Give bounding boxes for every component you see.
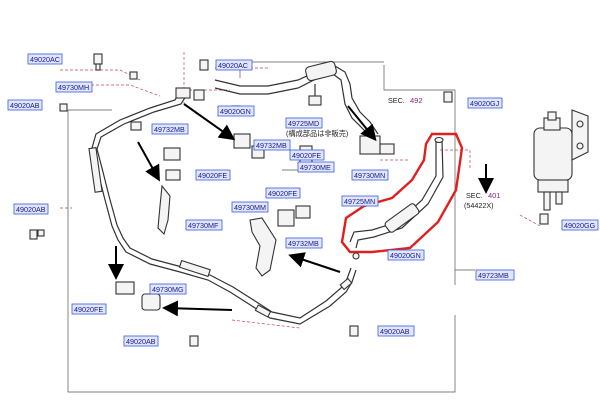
- svg-text:(54422X): (54422X): [464, 201, 494, 210]
- svg-text:49732MB: 49732MB: [288, 239, 319, 248]
- svg-text:492: 492: [410, 96, 423, 105]
- svg-text:49020AB: 49020AB: [10, 101, 40, 110]
- label-49020AB[interactable]: 49020AB: [123, 335, 159, 347]
- label-49725MD[interactable]: 49725MD: [285, 117, 323, 129]
- label-49732MB[interactable]: 49732MB: [285, 237, 323, 249]
- section-ref-492[interactable]: SEC. 492: [388, 96, 423, 105]
- reservoir-tank: [533, 109, 589, 211]
- svg-text:49020AC: 49020AC: [218, 61, 248, 70]
- label-49730MF[interactable]: 49730MF: [185, 219, 223, 231]
- svg-text:49730MF: 49730MF: [188, 221, 219, 230]
- label-49020FE[interactable]: 49020FE: [195, 169, 231, 181]
- svg-text:49730MM: 49730MM: [234, 203, 266, 212]
- label-49730MN[interactable]: 49730MN: [351, 169, 389, 181]
- pressure-pipe-assembly: [88, 91, 357, 325]
- svg-text:49732MB: 49732MB: [256, 141, 287, 150]
- svg-text:49020GN: 49020GN: [220, 107, 251, 116]
- label-49732MB[interactable]: 49732MB: [151, 123, 189, 135]
- svg-text:49020FE: 49020FE: [268, 189, 297, 198]
- label-49730ME[interactable]: 49730ME: [297, 161, 335, 173]
- label-49020GG[interactable]: 49020GG: [561, 219, 599, 231]
- svg-text:49730MN: 49730MN: [354, 171, 385, 180]
- svg-text:SEC.: SEC.: [388, 96, 405, 105]
- label-49725MN[interactable]: 49725MN: [341, 195, 379, 207]
- section-ref-401[interactable]: SEC. 401 (54422X): [464, 191, 501, 210]
- label-49730MM[interactable]: 49730MM: [231, 201, 269, 213]
- note-not-sold-separately: (構成部品は非販売): [286, 129, 348, 138]
- label-49020FE[interactable]: 49020FE: [265, 187, 301, 199]
- label-49020GJ[interactable]: 49020GJ: [467, 97, 503, 109]
- label-49020AC[interactable]: 49020AC: [215, 59, 253, 71]
- svg-text:49020FE: 49020FE: [292, 151, 321, 160]
- svg-text:49725MD: 49725MD: [288, 119, 319, 128]
- svg-text:49730MH: 49730MH: [58, 83, 89, 92]
- label-49020GN[interactable]: 49020GN: [217, 105, 255, 117]
- hose-49725MN: [340, 132, 464, 254]
- svg-text:401: 401: [488, 191, 501, 200]
- label-49020FE[interactable]: 49020FE: [71, 303, 107, 315]
- label-49020GN[interactable]: 49020GN: [387, 249, 425, 261]
- label-49732MB[interactable]: 49732MB: [253, 139, 291, 151]
- svg-text:49020AB: 49020AB: [16, 205, 46, 214]
- svg-text:49020GN: 49020GN: [390, 251, 421, 260]
- svg-text:49732MB: 49732MB: [154, 125, 185, 134]
- return-hose-upper: [214, 60, 379, 141]
- svg-text:49723MB: 49723MB: [478, 271, 509, 280]
- highlight-outline: [340, 132, 464, 254]
- svg-text:49020FE: 49020FE: [74, 305, 103, 314]
- label-49020AB[interactable]: 49020AB: [13, 203, 49, 215]
- svg-text:49020AB: 49020AB: [126, 337, 156, 346]
- direction-arrows: [108, 103, 494, 317]
- svg-text:49730MG: 49730MG: [152, 285, 184, 294]
- svg-text:49725MN: 49725MN: [344, 197, 375, 206]
- svg-text:49020GG: 49020GG: [564, 221, 596, 230]
- svg-text:49020FE: 49020FE: [198, 171, 227, 180]
- label-49730MH[interactable]: 49730MH: [55, 81, 93, 93]
- svg-text:49020GJ: 49020GJ: [470, 99, 500, 108]
- svg-text:SEC.: SEC.: [466, 191, 483, 200]
- label-49723MB[interactable]: 49723MB: [475, 269, 515, 281]
- part-labels: 49020AC 49730MH 49020AB 49732MB 49020AC …: [7, 53, 599, 347]
- label-49020AC[interactable]: 49020AC: [27, 53, 63, 65]
- label-49020AB[interactable]: 49020AB: [7, 99, 43, 111]
- svg-text:49730ME: 49730ME: [300, 163, 331, 172]
- label-49020FE[interactable]: 49020FE: [289, 149, 325, 161]
- label-49020AB[interactable]: 49020AB: [377, 325, 415, 337]
- label-49730MG[interactable]: 49730MG: [149, 283, 187, 295]
- svg-text:49020AB: 49020AB: [380, 327, 410, 336]
- svg-text:49020AC: 49020AC: [30, 55, 60, 64]
